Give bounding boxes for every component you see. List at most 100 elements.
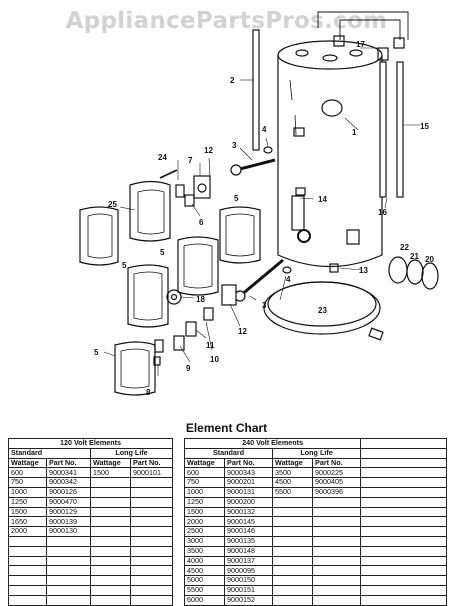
cell-240v-std-wattage: 3500 <box>184 545 226 557</box>
cell-120v-std-part <box>46 594 91 606</box>
cell-120v-ll-part <box>129 477 174 488</box>
cell-120v-ll-part <box>129 575 174 586</box>
callout-11: 11 <box>206 341 215 350</box>
cell-240v-ll-wattage <box>272 526 314 537</box>
gaskets <box>388 256 439 290</box>
cell-120v-ll-wattage <box>90 526 131 537</box>
cell-240v-ll-part <box>312 584 362 596</box>
callout-5-center: 5 <box>160 248 165 257</box>
cell-120v-std-part: 9000129 <box>46 506 91 518</box>
cell-240v-std-wattage: 750 <box>184 477 226 488</box>
cell-120v-std-part <box>46 555 91 567</box>
exploded-parts-diagram: 1 2 3 3 4 4 5 5 5 5 6 7 8 9 10 11 12 12 … <box>79 11 439 397</box>
table-blank <box>360 584 448 596</box>
table-blank <box>360 535 448 547</box>
table-blank <box>360 545 448 557</box>
callout-9: 9 <box>186 364 191 373</box>
cell-120v-ll-wattage <box>90 555 131 567</box>
cell-120v-ll-wattage: 1500 <box>90 467 131 479</box>
callout-3-lower: 3 <box>262 301 267 310</box>
header-120v-standard: Standard <box>8 447 91 459</box>
cell-240v-std-wattage: 2000 <box>184 516 226 528</box>
cell-120v-std-wattage <box>8 565 47 577</box>
cell-240v-std-wattage: 6000 <box>184 594 226 606</box>
cell-240v-std-part: 9000148 <box>224 545 274 557</box>
callout-3-upper: 3 <box>232 141 237 150</box>
cell-120v-std-part <box>46 535 91 547</box>
cell-240v-std-part: 9000137 <box>224 555 274 567</box>
table-gap <box>172 595 186 606</box>
cell-240v-ll-part <box>312 545 362 557</box>
cell-120v-std-wattage <box>8 535 47 547</box>
cell-240v-ll-part <box>312 555 362 567</box>
header-240v-standard: Standard <box>184 447 274 459</box>
cell-120v-ll-wattage <box>90 496 131 508</box>
cell-120v-ll-wattage <box>90 535 131 547</box>
callout-23: 23 <box>318 306 327 315</box>
cell-240v-std-part: 9000146 <box>224 526 274 537</box>
cell-240v-std-part: 9000145 <box>224 516 274 528</box>
cell-240v-ll-part <box>312 516 362 528</box>
thermostats <box>153 169 339 366</box>
cell-240v-ll-wattage <box>272 535 314 547</box>
cell-120v-std-part: 9000139 <box>46 516 91 528</box>
cell-240v-ll-wattage <box>272 506 314 518</box>
cell-120v-std-part: 9000130 <box>46 526 91 537</box>
cell-120v-ll-part <box>129 555 174 567</box>
cell-240v-ll-part <box>312 526 362 537</box>
callout-12-upper: 12 <box>204 146 213 155</box>
header-240v-long-life: Long Life <box>272 447 362 459</box>
col-240v-ll-wattage: Wattage <box>272 457 314 469</box>
table-blank <box>360 477 448 488</box>
table-gap <box>172 585 186 596</box>
cell-240v-ll-part <box>312 594 362 606</box>
table-gap <box>172 516 186 527</box>
cell-240v-std-wattage: 5500 <box>184 584 226 596</box>
cell-120v-std-part: 9000126 <box>46 486 91 498</box>
heating-elements <box>230 146 292 302</box>
cell-240v-std-part: 9000150 <box>224 575 274 586</box>
cell-240v-ll-wattage <box>272 555 314 567</box>
cell-120v-std-wattage: 1250 <box>8 496 47 508</box>
table-gap <box>172 536 186 547</box>
col-120v-std-part: Part No. <box>46 457 91 469</box>
cell-240v-ll-wattage <box>272 545 314 557</box>
col-120v-std-wattage: Wattage <box>8 457 47 469</box>
cell-240v-ll-wattage: 3500 <box>272 467 314 479</box>
cell-240v-std-wattage: 4000 <box>184 555 226 567</box>
header-120v-long-life: Long Life <box>89 447 174 459</box>
callout-13: 13 <box>359 266 368 275</box>
cell-240v-std-wattage: 5000 <box>184 575 226 586</box>
col-240v-std-part: Part No. <box>224 457 274 469</box>
callout-12-lower: 12 <box>238 327 247 336</box>
drain-pan <box>263 281 384 341</box>
col-120v-ll-wattage: Wattage <box>90 457 131 469</box>
table-blank <box>360 516 448 528</box>
cell-240v-std-part: 9000200 <box>224 496 274 508</box>
element-chart-title: Element Chart <box>185 421 268 435</box>
cell-120v-std-part <box>46 575 91 586</box>
callout-4-lower: 4 <box>286 275 291 284</box>
cell-240v-std-part: 9000135 <box>224 535 274 547</box>
cell-240v-std-wattage: 600 <box>184 467 226 479</box>
table-gap <box>172 507 186 517</box>
cell-120v-ll-wattage <box>90 594 131 606</box>
cell-120v-std-wattage <box>8 545 47 557</box>
table-gap <box>172 565 186 576</box>
cell-240v-ll-wattage: 4500 <box>272 477 314 488</box>
cell-240v-std-wattage: 3000 <box>184 535 226 547</box>
cell-120v-std-part <box>46 565 91 577</box>
cell-120v-std-wattage: 600 <box>8 467 47 479</box>
cell-240v-std-part: 9000152 <box>224 594 274 606</box>
table-blank <box>360 496 448 508</box>
cell-240v-std-wattage: 1500 <box>184 506 226 518</box>
callout-18: 18 <box>196 295 205 304</box>
cell-120v-std-part: 9000470 <box>46 496 91 508</box>
